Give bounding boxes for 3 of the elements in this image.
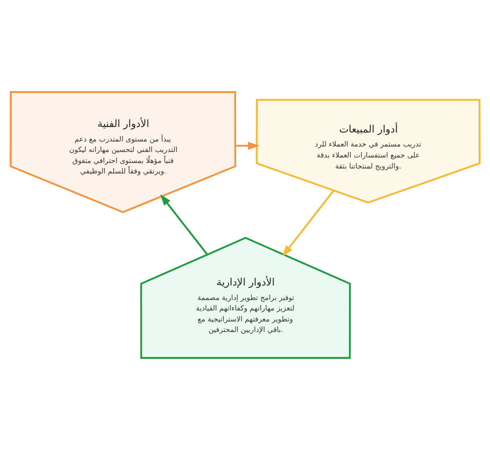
arrow <box>160 194 208 256</box>
arrow <box>282 190 334 257</box>
arrow <box>235 142 260 150</box>
